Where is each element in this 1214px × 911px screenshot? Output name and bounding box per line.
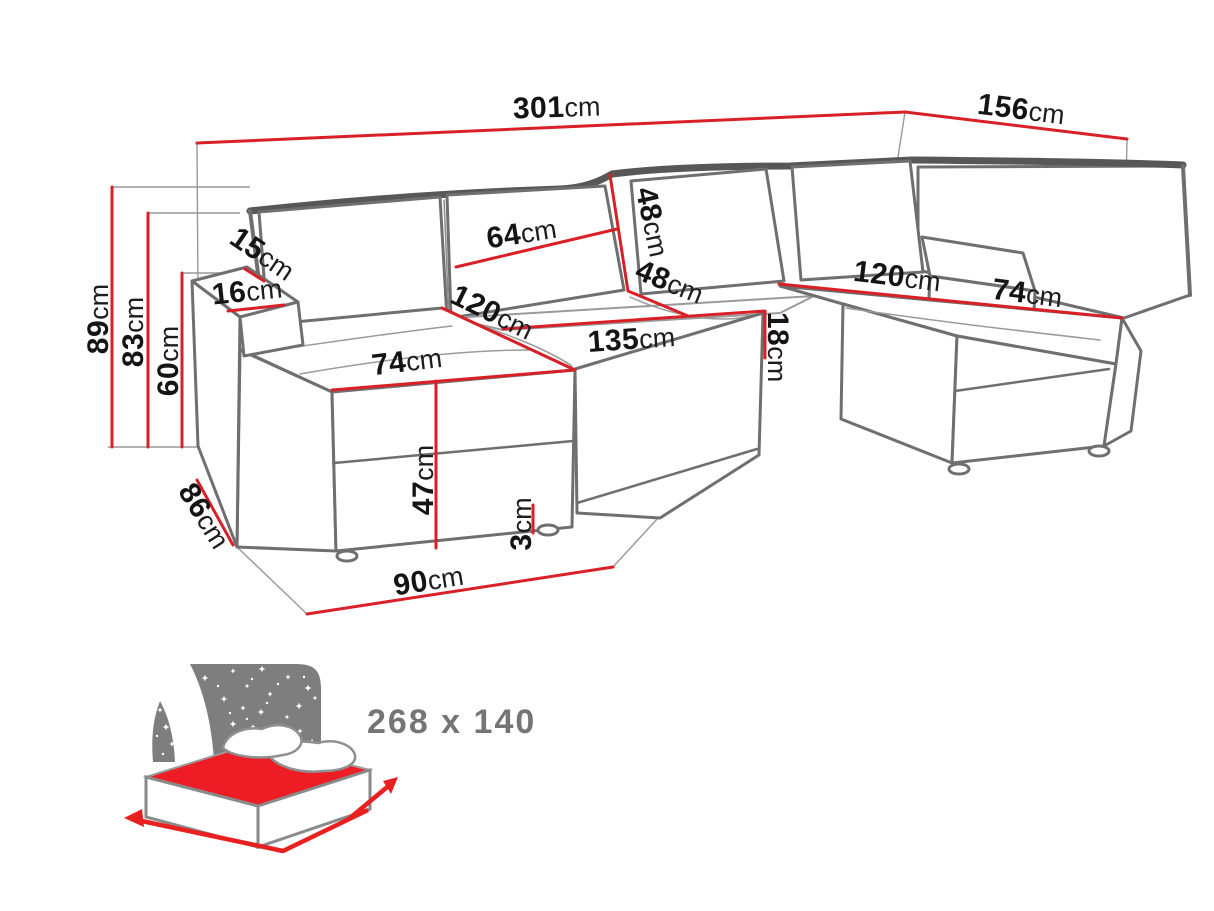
dim-line-center-seat-width bbox=[501, 309, 767, 331]
dim-label-left-chaise-width: 74cm bbox=[370, 341, 444, 382]
dim-line-chaise-floor-depth bbox=[305, 565, 615, 616]
dim-label-seat-cushion-thickness: 18cm bbox=[761, 312, 794, 382]
dim-line-back-cushion-height bbox=[608, 173, 630, 293]
seat-surface bbox=[450, 295, 815, 331]
dim-label-height-overall: 89cm bbox=[82, 284, 115, 354]
sofa-illustration bbox=[190, 156, 1192, 563]
dim-label-back-cushion-height: 48cm bbox=[629, 184, 676, 260]
right-chaise-quilt bbox=[845, 307, 1101, 341]
cushion-seam bbox=[443, 199, 450, 317]
sleeping-function-icon: 268 x 140 bbox=[124, 664, 536, 854]
sofa-right-back-edge bbox=[1181, 164, 1192, 297]
center-seat-front bbox=[573, 311, 765, 520]
dim-label-seat-front-height: 47cm bbox=[407, 445, 440, 515]
dim-line-left-seat-length bbox=[440, 306, 577, 372]
bed-icon bbox=[124, 723, 398, 854]
sleeping-area-size: 268 x 140 bbox=[367, 703, 536, 741]
back-cushion-3 bbox=[629, 167, 786, 296]
width-arrow-shaft bbox=[136, 807, 369, 854]
dimension-lines bbox=[110, 110, 1129, 616]
dim-line-right-chaise bbox=[777, 282, 1124, 320]
length-arrow-head bbox=[383, 777, 398, 794]
length-arrow-shaft bbox=[348, 781, 394, 820]
right-chaise-side bbox=[1102, 316, 1143, 448]
left-chaise-foot-1 bbox=[335, 549, 359, 563]
dim-label-foot-height: 3cm bbox=[505, 497, 538, 550]
dim-label-right-chaise-length: 120cm bbox=[852, 255, 943, 298]
width-arrow-head bbox=[124, 809, 144, 827]
left-chaise-seam bbox=[332, 439, 575, 465]
left-armrest-front bbox=[190, 279, 242, 549]
right-chaise-foot-2 bbox=[1087, 444, 1111, 458]
dim-line-back-cushion-width bbox=[454, 227, 619, 269]
back-cushion-4 bbox=[790, 159, 925, 282]
dim-label-total-width: 301cm bbox=[512, 89, 601, 125]
dim-label-center-seat-width: 135cm bbox=[587, 320, 677, 359]
dim-line-total-width bbox=[195, 110, 907, 145]
dim-line-total-depth-right bbox=[903, 110, 1129, 141]
pillow-left bbox=[221, 723, 303, 759]
dim-label-armrest-top-width: 16cm bbox=[210, 271, 283, 311]
back-cushion-2 bbox=[445, 184, 626, 320]
dim-label-total-depth-right: 156cm bbox=[976, 88, 1067, 131]
dim-label-chaise-floor-depth: 90cm bbox=[391, 559, 466, 603]
right-chaise-foot-1 bbox=[947, 462, 971, 476]
right-chaise-seam bbox=[953, 367, 1111, 393]
night-sky-sliver bbox=[152, 701, 175, 762]
dim-line-left-chaise-width bbox=[330, 368, 577, 392]
left-chaise-foot-2 bbox=[536, 523, 560, 537]
dim-line-armrest-floor-depth bbox=[195, 478, 235, 547]
dim-label-right-chaise-width: 74cm bbox=[990, 273, 1064, 314]
dim-label-height-backrest: 83cm bbox=[117, 297, 150, 367]
dim-label-back-cushion-width: 64cm bbox=[484, 212, 559, 256]
dim-label-height-armrest: 60cm bbox=[152, 326, 185, 396]
dim-line-corner-seat-depth bbox=[626, 289, 690, 318]
dim-line-armrest-top-width bbox=[226, 303, 286, 313]
left-chaise-quilt-2 bbox=[299, 349, 531, 375]
center-seat-seam bbox=[575, 447, 759, 505]
mattress-right-face bbox=[256, 767, 372, 850]
dim-line-backrest-top-depth bbox=[243, 267, 266, 283]
